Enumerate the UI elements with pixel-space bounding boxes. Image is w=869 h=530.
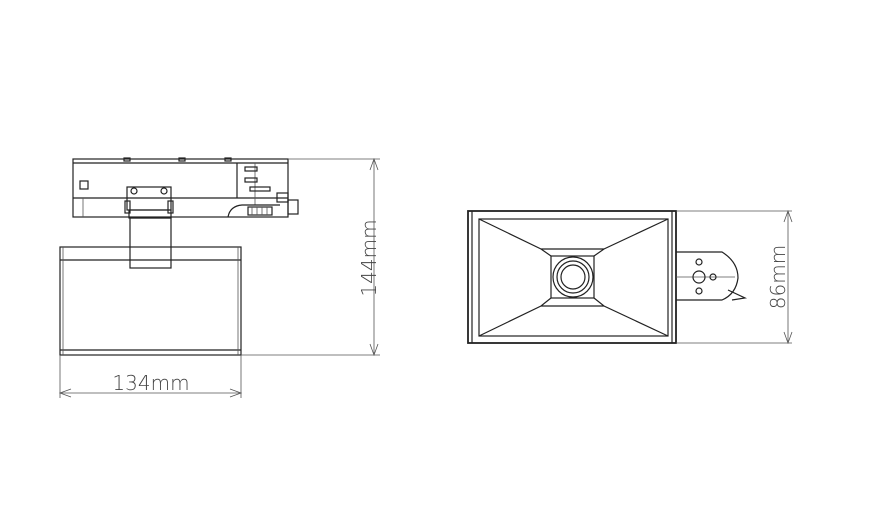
width-label: 134mm: [112, 371, 189, 395]
depth-label: 86mm: [766, 245, 790, 309]
front-view: 86mm: [467, 209, 793, 345]
track-adapter-housing: [72, 157, 299, 218]
mounting-bracket: [676, 251, 748, 301]
height-label: 144mm: [357, 219, 381, 296]
lamp-body: [59, 246, 242, 356]
neck-arm: [128, 209, 172, 269]
height-dimension: 144mm: [241, 157, 381, 357]
lens: [552, 256, 594, 298]
depth-dimension: 86mm: [676, 209, 793, 345]
width-dimension: 134mm: [58, 355, 243, 398]
side-view: 144mm 134mm: [58, 157, 381, 398]
